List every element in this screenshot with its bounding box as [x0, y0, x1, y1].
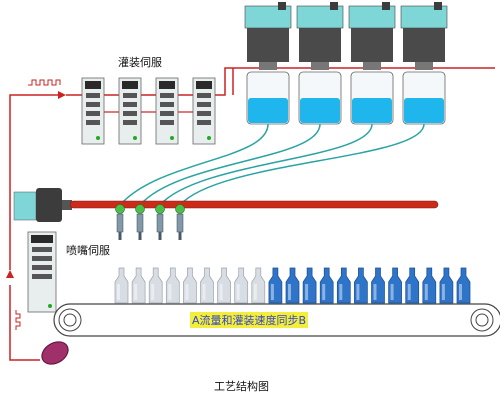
signal-lines: [6, 67, 495, 361]
bottle-icon: [285, 267, 300, 304]
servo-drive-icon: [155, 77, 179, 145]
bottle-icon: [165, 267, 180, 304]
nozzle-icon: [135, 204, 145, 240]
bottle-icon: [388, 267, 402, 304]
nozzles: [115, 204, 185, 240]
nozzle-servo-label: 喷嘴伺服: [66, 244, 110, 257]
filling-head: [348, 2, 396, 125]
sensor-icon: [41, 341, 69, 365]
fill-servo-drives: [81, 77, 216, 145]
bottle-icon: [439, 267, 454, 304]
bottle-icon: [422, 267, 437, 304]
servo-drive-icon: [27, 231, 57, 313]
nozzle-rail: [69, 200, 439, 209]
bottle-icon: [131, 267, 146, 304]
bottle-icon: [371, 267, 385, 304]
nozzle-servo-drive: [27, 231, 57, 313]
filling-head: [244, 2, 292, 125]
pulse-signal-icon: [15, 310, 21, 330]
filling-head: [296, 2, 344, 125]
bottle-icon: [251, 267, 266, 304]
bottle-icon: [148, 267, 163, 304]
bottle-icon: [114, 267, 129, 304]
filling-heads: [244, 2, 448, 125]
bottle-icon: [268, 267, 283, 304]
pulse-signal-icon: [28, 79, 61, 86]
filling-head: [400, 2, 448, 125]
nozzle-icon: [115, 204, 125, 240]
bottle-icon: [234, 267, 249, 304]
diagram-caption: 工艺结构图: [214, 380, 269, 393]
hoses: [119, 123, 425, 206]
fill-servo-label: 灌装伺服: [118, 56, 162, 69]
bottle-icon: [405, 267, 420, 304]
servo-drive-icon: [192, 77, 216, 145]
nozzle-icon: [175, 204, 185, 240]
nozzle-icon: [155, 204, 165, 240]
bottle-icon: [456, 267, 471, 304]
bottles: [114, 267, 471, 304]
bottle-icon: [319, 267, 334, 304]
nozzle-servo-motor: [13, 188, 72, 222]
bottle-icon: [354, 267, 368, 304]
bottle-icon: [183, 267, 197, 304]
servo-drive-icon: [81, 77, 105, 145]
bottle-icon: [302, 267, 317, 304]
sync-label: A流量和灌装速度同步B: [190, 312, 309, 328]
bottle-icon: [217, 267, 231, 304]
servo-drive-icon: [118, 77, 142, 145]
bottle-icon: [200, 267, 214, 304]
bottle-icon: [336, 267, 351, 304]
